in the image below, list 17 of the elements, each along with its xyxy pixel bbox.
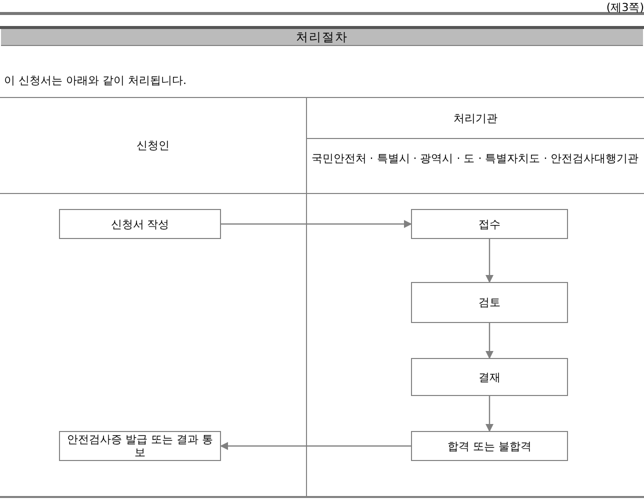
process-box: 결재 <box>411 358 568 396</box>
arrow <box>220 442 411 450</box>
process-box: 합격 또는 불합격 <box>411 431 568 461</box>
arrow <box>486 239 494 283</box>
arrow <box>486 323 494 359</box>
process-box: 검토 <box>411 282 568 323</box>
lane-header: 신청인 <box>136 139 170 152</box>
agency-list: 국민안전처 · 특별시 · 광역시 · 도 · 특별자치도 · 안전검사대행기관 <box>311 150 639 167</box>
arrow <box>221 220 412 228</box>
page-number: (제3쪽) <box>606 1 644 14</box>
process-box: 안전검사증 발급 또는 결과 통보 <box>59 431 221 461</box>
process-box: 접수 <box>411 209 568 239</box>
process-box: 신청서 작성 <box>59 209 221 239</box>
title-band: 처리절차 <box>1 29 643 46</box>
arrow <box>486 396 494 432</box>
intro-text: 이 신청서는 아래와 같이 처리됩니다. <box>4 74 186 87</box>
lane-header: 처리기관 <box>454 112 498 125</box>
